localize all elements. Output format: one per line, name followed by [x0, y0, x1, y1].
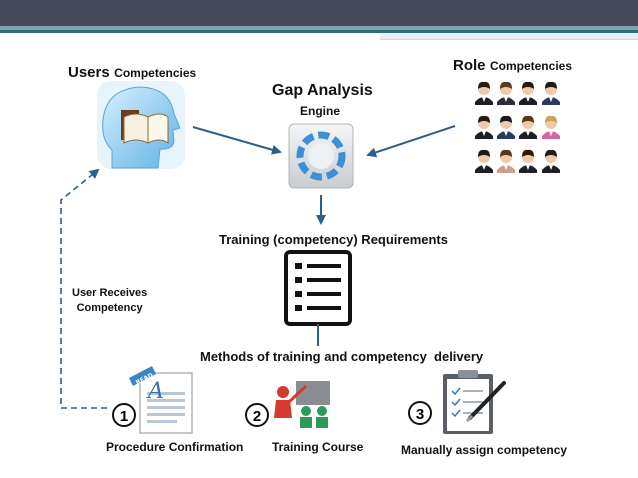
training-requirements-label: Training (competency) Requirements — [219, 232, 448, 247]
users-competencies-label: Users Competencies — [68, 64, 196, 82]
method-1-label: Procedure Confirmation — [106, 440, 244, 454]
feedback-dashed-arrow — [60, 168, 107, 409]
header-stripe — [0, 26, 638, 30]
person-icon — [542, 81, 560, 105]
training-presenter-icon — [274, 381, 330, 428]
svg-text:1: 1 — [120, 408, 128, 425]
person-icon — [497, 81, 515, 105]
role-rest: Competencies — [489, 59, 572, 73]
user-receives-line-2: Competency — [76, 302, 143, 314]
person-icon — [519, 81, 537, 105]
header-bar — [0, 0, 638, 26]
users-rest: Competencies — [114, 66, 197, 80]
people-group-icon — [475, 81, 560, 173]
gap-analysis-subtitle: Engine — [300, 104, 341, 118]
method-3-label: Manually assign competency — [401, 443, 568, 457]
clipboard-pen-icon — [443, 370, 506, 434]
person-icon — [497, 149, 515, 173]
document-read-icon: A READ — [129, 366, 193, 434]
user-head-book-icon — [97, 81, 185, 169]
arrow-roles-to-engine — [366, 125, 456, 158]
method-2-label: Training Course — [272, 440, 364, 454]
person-icon — [542, 149, 560, 173]
user-receives-line-1: User Receives — [72, 287, 148, 299]
svg-text:A: A — [146, 379, 164, 404]
person-icon — [542, 115, 560, 139]
role-competencies-label: Role Competencies — [453, 57, 572, 75]
step-1-badge: 1 — [112, 403, 136, 427]
svg-text:3: 3 — [416, 406, 424, 423]
methods-label: Methods of training and competency deliv… — [200, 349, 484, 364]
person-icon — [519, 115, 537, 139]
arrow-users-to-engine — [192, 126, 282, 155]
person-icon — [475, 115, 493, 139]
gap-engine-icon — [288, 123, 354, 189]
role-lead: Role — [453, 57, 486, 74]
person-icon — [475, 81, 493, 105]
header-stripe-light — [380, 33, 638, 40]
checklist-icon — [284, 250, 352, 326]
svg-text:2: 2 — [253, 408, 261, 425]
person-icon — [519, 149, 537, 173]
gap-analysis-title: Gap Analysis — [272, 82, 373, 99]
step-2-badge: 2 — [245, 403, 269, 427]
header-stripe-dark — [0, 30, 638, 33]
users-lead: Users — [68, 64, 110, 81]
user-receives-label: User Receives Competency — [72, 286, 147, 316]
step-3-badge: 3 — [408, 401, 432, 425]
person-icon — [497, 115, 515, 139]
person-icon — [475, 149, 493, 173]
